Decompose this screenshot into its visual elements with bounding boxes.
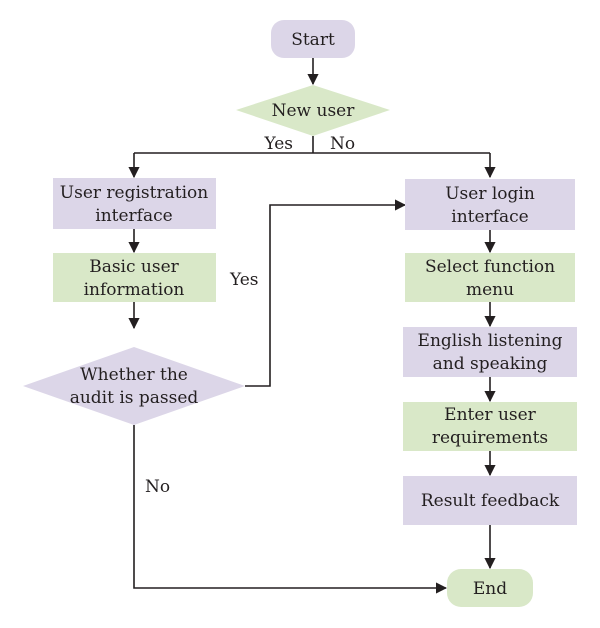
audit-line2: audit is passed [70,388,199,408]
start-node: Start [271,20,355,58]
user-registration-node: User registration interface [53,178,216,229]
audit-line1: Whether the [80,365,188,385]
audit-decision: Whether the audit is passed [23,347,245,425]
audit-yes-label: Yes [229,270,259,290]
english-box [403,327,577,377]
user-login-line2: interface [451,207,528,227]
new-user-diamond [236,85,390,136]
english-node: English listening and speaking [403,327,577,377]
requirements-line2: requirements [432,428,548,448]
select-menu-line1: Select function [425,257,555,277]
user-registration-line1: User registration [60,183,208,203]
user-registration-box [53,178,216,229]
requirements-node: Enter user requirements [403,402,577,451]
start-shape [271,20,355,58]
user-login-box [405,179,575,230]
end-node: End [447,569,533,607]
audit-diamond [23,347,245,425]
basic-info-box [53,253,216,302]
audit-no-label: No [145,477,170,497]
edge-audit-no-to-end [133,425,448,594]
new-user-decision: New user [236,85,390,136]
user-login-node: User login interface [405,179,575,230]
select-menu-box [405,253,575,302]
basic-info-line2: information [84,280,185,300]
requirements-box [403,402,577,451]
requirements-line1: Enter user [444,405,537,425]
result-box [403,476,577,525]
english-line1: English listening [418,331,563,351]
end-label: End [473,579,507,599]
user-login-line1: User login [445,184,535,204]
connectors [128,58,496,594]
result-label: Result feedback [421,491,560,511]
end-shape [447,569,533,607]
edge-audit-yes-to-login [245,199,407,387]
user-registration-line2: interface [95,206,172,226]
english-line2: and speaking [433,354,548,374]
select-menu-node: Select function menu [405,253,575,302]
result-node: Result feedback [403,476,577,525]
new-user-no-label: No [330,134,355,154]
new-user-yes-label: Yes [263,134,293,154]
basic-info-line1: Basic user [89,257,179,277]
select-menu-line2: menu [466,280,514,300]
new-user-label: New user [272,101,356,121]
basic-info-node: Basic user information [53,253,216,302]
start-label: Start [291,30,335,50]
